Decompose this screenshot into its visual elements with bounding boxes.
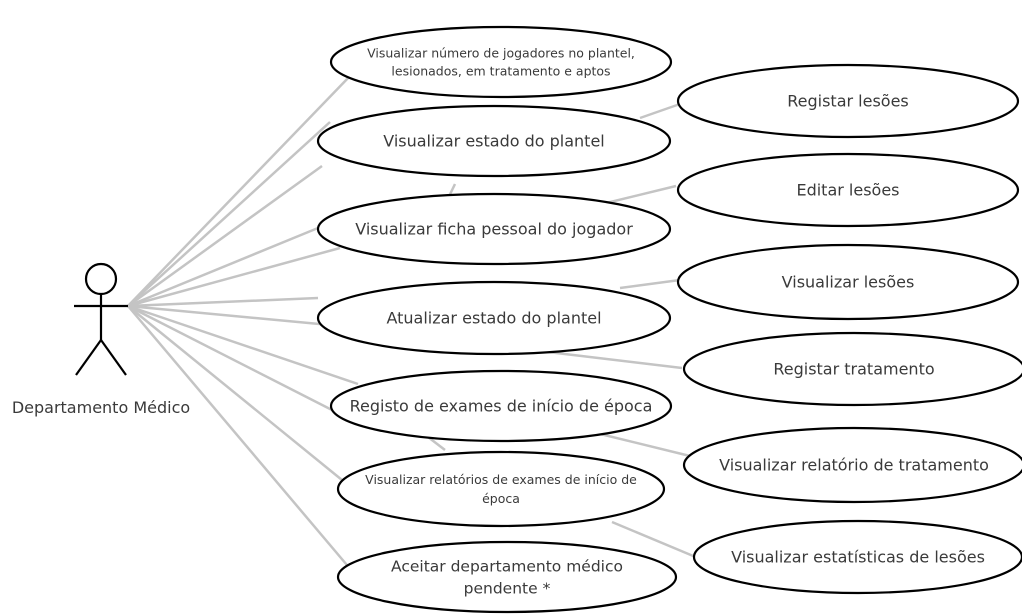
use-case-label: pendente * [464,579,551,597]
use-case-label: Registar lesões [787,92,909,111]
use-case-uc11[interactable]: Registar tratamento [682,331,1022,407]
association-line [611,520,699,560]
association-line [127,296,319,308]
use-case-label: Aceitar departamento médico [391,557,623,575]
use-case-ellipse [676,152,1020,228]
use-case-label: Visualizar ficha pessoal do jogador [355,220,633,239]
use-case-ellipse [676,63,1020,139]
association-line [639,102,681,120]
use-case-label: Visualizar relatório de tratamento [719,456,989,475]
use-case-ellipse [682,426,1022,504]
use-case-uc10[interactable]: Visualizar lesões [676,243,1020,321]
association-line [619,278,681,290]
use-case-ellipse [336,450,666,528]
association-line [127,305,343,481]
association-line [587,429,691,458]
use-case-label: Visualizar estatísticas de lesões [731,548,985,567]
use-case-label: Registo de exames de início de época [350,397,653,416]
association-line [127,75,351,307]
actor-leg-right [100,339,127,376]
actor-head [84,262,118,296]
actor-leg-left [75,339,102,376]
use-case-uc8[interactable]: Registar lesões [676,63,1020,139]
association-line [547,350,683,370]
use-case-label: Editar lesões [796,181,899,200]
use-case-ellipse [336,540,678,614]
use-case-uc5[interactable]: Registo de exames de início de época [329,369,673,443]
association-line [127,304,359,386]
actor-label: Departamento Médico [12,398,190,417]
use-case-label: Atualizar estado do plantel [386,309,601,328]
use-case-label: Visualizar número de jogadores no plante… [367,45,635,60]
use-case-uc3[interactable]: Visualizar ficha pessoal do jogador [316,192,672,266]
use-case-label: Visualizar estado do plantel [383,132,605,151]
use-case-ellipse [329,25,673,99]
use-case-ellipse [682,331,1022,407]
use-case-ellipse [316,192,672,266]
use-case-label: Visualizar relatórios de exames de iníci… [365,472,637,487]
use-case-label: lesionados, em tratamento e aptos [391,63,610,78]
use-case-uc9[interactable]: Editar lesões [676,152,1020,228]
association-line [127,304,331,327]
use-case-ellipse [316,280,672,356]
use-case-uc12[interactable]: Visualizar relatório de tratamento [682,426,1022,504]
use-case-uc7[interactable]: Aceitar departamento médico pendente * [336,540,678,614]
use-case-uc13[interactable]: Visualizar estatísticas de lesões [692,519,1022,595]
use-case-ellipse [676,243,1020,321]
use-case-uc2[interactable]: Visualizar estado do plantel [316,104,672,178]
association-line [127,304,333,412]
use-case-uc4[interactable]: Atualizar estado do plantel [316,280,672,356]
association-line [427,436,446,451]
use-case-label: Visualizar lesões [782,273,915,292]
association-line [127,121,331,307]
use-case-label: Registar tratamento [773,360,934,379]
use-case-label: época [482,491,520,506]
association-line [127,246,341,308]
actor-icon [74,262,128,376]
association-line [127,305,353,572]
association-line [127,164,323,308]
association-line [127,226,319,308]
use-case-ellipse [329,369,673,443]
use-case-uc6[interactable]: Visualizar relatórios de exames de iníci… [336,450,666,528]
use-case-ellipse [692,519,1022,595]
use-case-uc1[interactable]: Visualizar número de jogadores no plante… [329,25,673,99]
use-case-ellipse [316,104,672,178]
